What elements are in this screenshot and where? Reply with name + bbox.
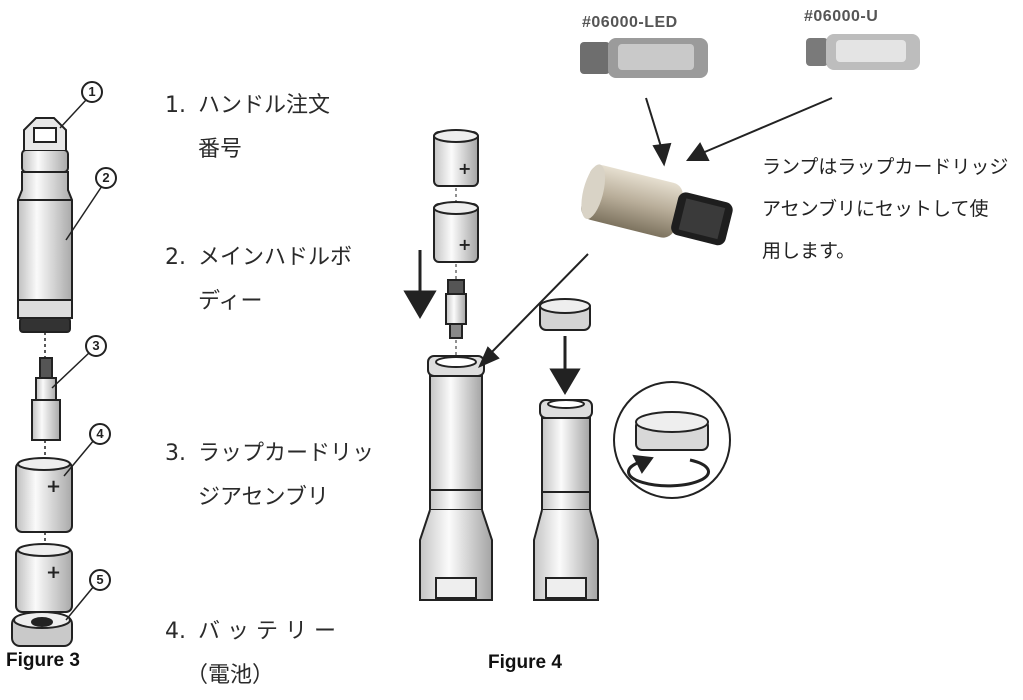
lamp-note-line: アセンブリにセットして使 (762, 198, 989, 220)
screw-arrow-icon (549, 336, 581, 395)
parts-list-label-line: バ ッ テ リ ー (198, 619, 336, 644)
handle-closed (533, 399, 599, 601)
lamp-note-line: 用します。 (762, 240, 856, 262)
cartridge-part (31, 357, 61, 441)
handle-body-part (17, 171, 73, 333)
cartridge-assembly (445, 279, 467, 339)
figure4-caption: Figure 4 (488, 652, 562, 673)
figure3-caption: Figure 3 (6, 650, 80, 671)
parts-list-label-line: ハンドル注文 (198, 93, 331, 118)
battery-part-1: + (15, 457, 73, 533)
battery-part-2: + (15, 543, 73, 613)
callout-number-2: 2 (102, 170, 110, 185)
handle-clip-part (21, 117, 69, 173)
parts-list-label-line: ラップカードリッ (198, 441, 375, 466)
parts-list-number: 4. (165, 619, 186, 644)
figure3-exploded-handle-illustration: + + (11, 81, 117, 647)
lamp-led-code: #06000-LED (582, 14, 678, 31)
lamp-u-code: #06000-U (804, 8, 879, 25)
parts-list-label-line: ジアセンブリ (198, 485, 329, 510)
parts-list-label-line: （電池） (186, 663, 275, 688)
callout-number-3: 3 (92, 338, 100, 353)
parts-list-item-2: 2. メインハドルボ ディー (146, 236, 386, 326)
callout-number-5: 5 (96, 572, 104, 587)
callout-number-4: 4 (96, 426, 104, 441)
lamp-arrows (645, 97, 833, 167)
parts-list-label-line: メインハドルボ (198, 245, 353, 270)
parts-list-number: 2. (165, 245, 186, 270)
svg-text:+: + (46, 562, 61, 583)
parts-list-label-line: 番号 (198, 137, 243, 162)
figure4-assembly-illustration: + + (403, 129, 731, 601)
end-cap-top (539, 298, 591, 331)
parts-list-item-1: 1. ハンドル注文 番号 (146, 84, 386, 174)
lamp-led-image (580, 38, 708, 78)
battery-bottom: + (433, 201, 479, 263)
parts-list-number: 1. (165, 93, 186, 118)
parts-list-label-line: ディー (198, 289, 263, 314)
battery-top: + (433, 129, 479, 187)
parts-list-item-4: 4. バ ッ テ リ ー （電池） (146, 610, 386, 700)
parts-list-item-3: 3. ラップカードリッ ジアセンブリ (146, 432, 386, 522)
svg-text:+: + (46, 476, 61, 497)
parts-list-number: 3. (165, 441, 186, 466)
handle-open (419, 355, 493, 601)
lamp-note-line: ランプはラップカードリッジ (762, 156, 1009, 178)
svg-text:+: + (458, 235, 471, 254)
rotate-detail-circle (613, 381, 731, 499)
lamp-note: ランプはラップカードリッジ アセンブリにセットして使 用します。 (762, 146, 1022, 272)
callout-number-1: 1 (88, 84, 96, 99)
end-cap-part (11, 611, 73, 647)
insert-arrow-icon (403, 250, 437, 319)
svg-text:+: + (458, 159, 471, 178)
lamp-u-image (806, 34, 920, 70)
lamp-cartridge-image (581, 164, 733, 246)
